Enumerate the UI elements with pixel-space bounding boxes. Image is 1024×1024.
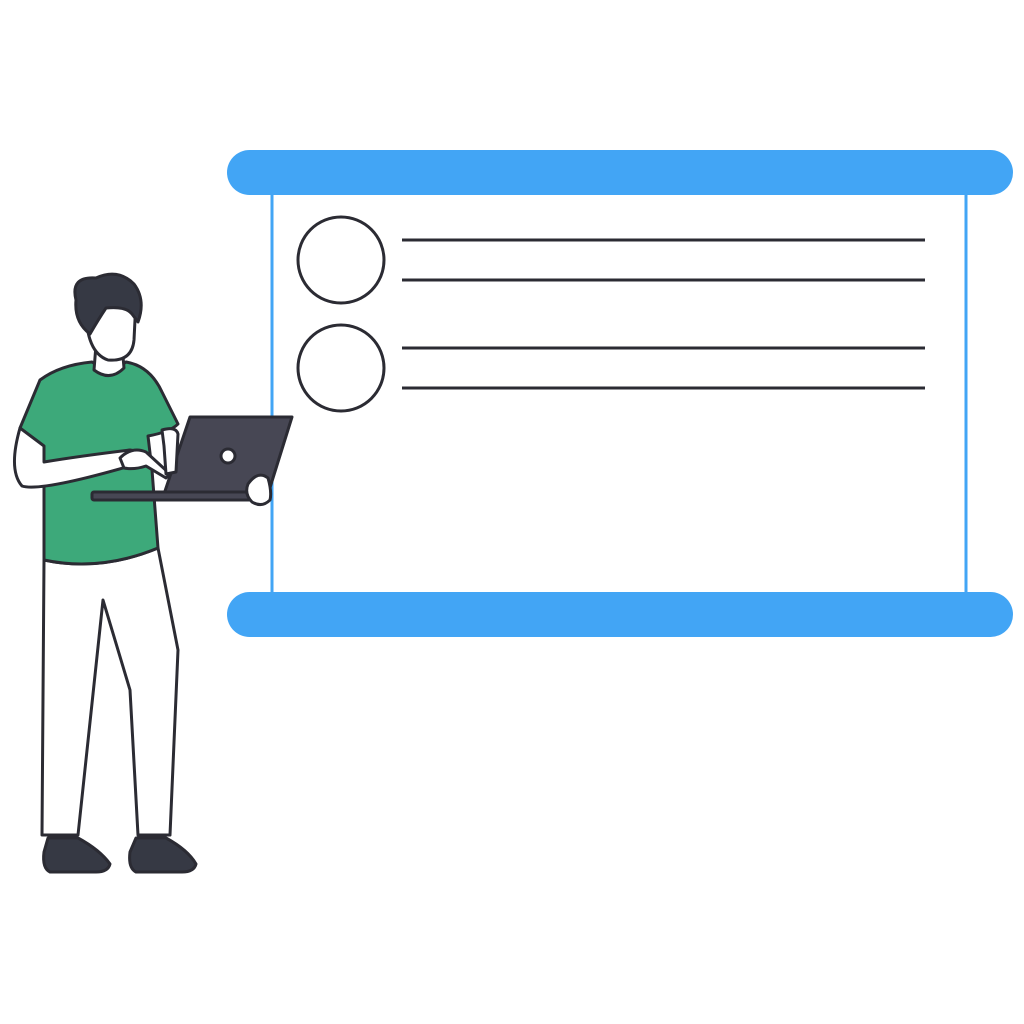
screen-bottom-bar bbox=[227, 592, 1013, 637]
pointing-hand bbox=[118, 448, 172, 480]
right-hand bbox=[245, 473, 273, 507]
shoe-icon bbox=[42, 836, 112, 874]
right-arm bbox=[160, 427, 180, 476]
pants bbox=[40, 546, 180, 837]
screen-top-bar bbox=[227, 150, 1013, 195]
laptop-logo bbox=[219, 447, 237, 465]
laptop-base bbox=[90, 490, 270, 502]
shoe-icon bbox=[128, 836, 198, 874]
list-item-2 bbox=[296, 323, 925, 413]
projection-screen bbox=[227, 150, 1013, 637]
hair-icon bbox=[73, 272, 143, 336]
avatar-placeholder-icon bbox=[296, 323, 386, 413]
avatar-placeholder-icon bbox=[296, 215, 386, 305]
list-item-1 bbox=[296, 215, 925, 305]
person bbox=[13, 272, 294, 874]
